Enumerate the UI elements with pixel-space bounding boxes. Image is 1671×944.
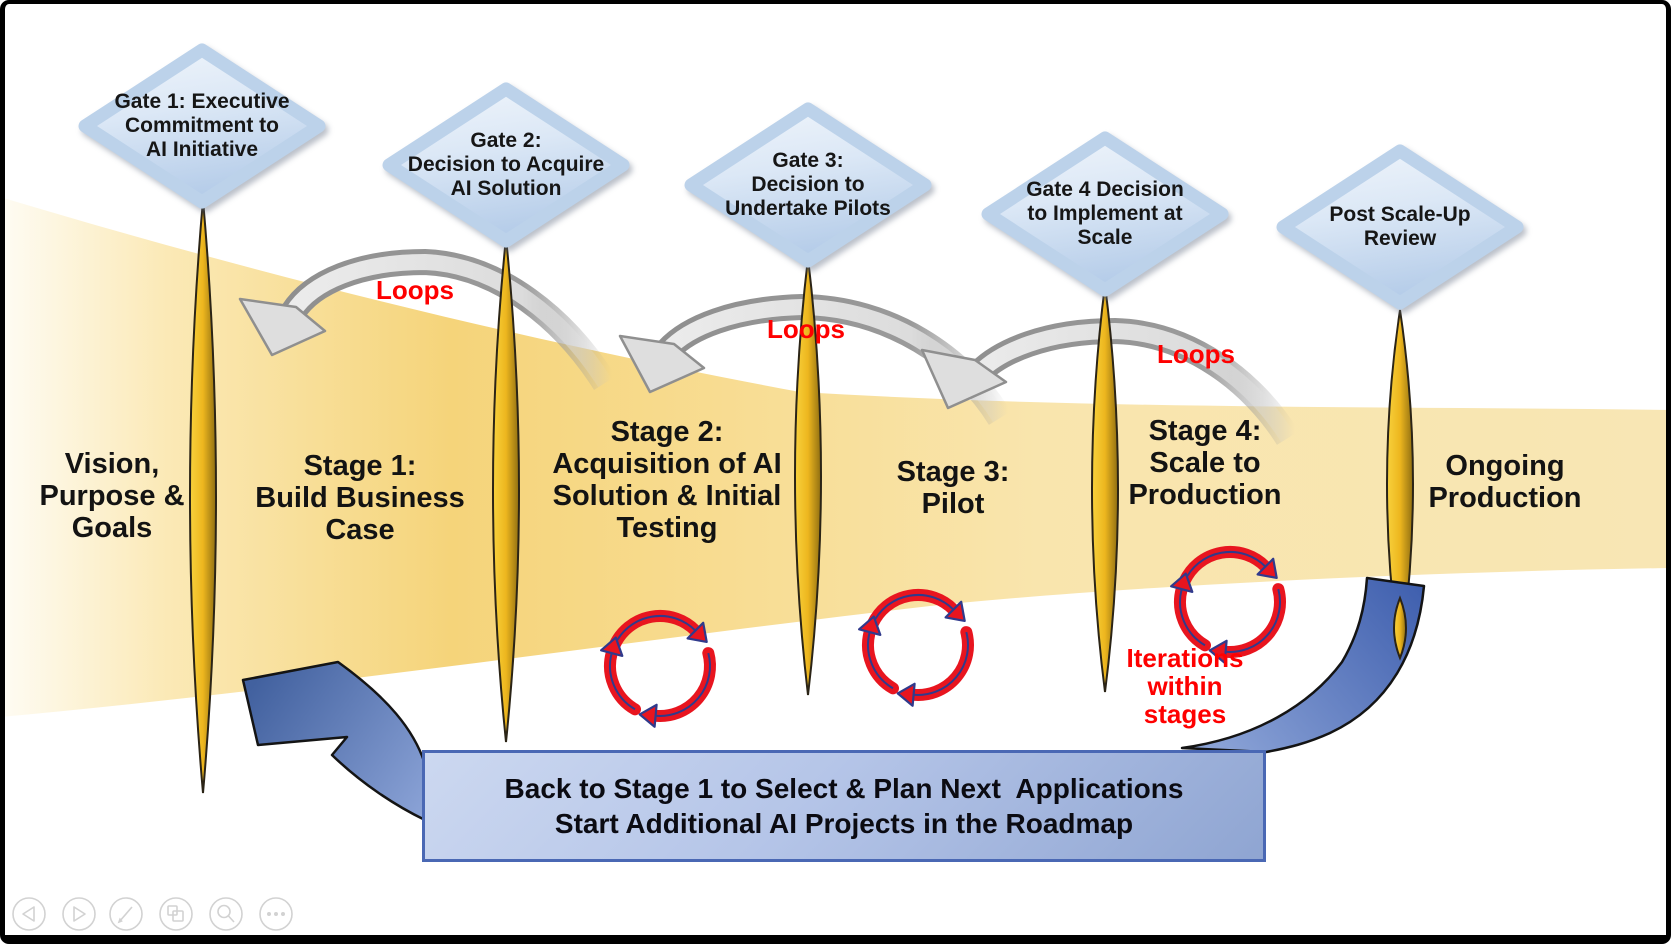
see-all-slides-button[interactable] <box>159 897 193 931</box>
more-options-button[interactable] <box>259 897 293 931</box>
loops-label-3: Loops <box>1157 339 1235 369</box>
next-arrow-icon <box>73 906 86 922</box>
loop-arrowhead-3 <box>920 348 1008 410</box>
gate-diamond-2 <box>382 82 630 248</box>
loops-label-1: Loops <box>376 275 454 305</box>
return-banner: Back to Stage 1 to Select & Plan Next Ap… <box>422 750 1266 862</box>
gate-diamond-4 <box>981 131 1229 297</box>
gate-diamond-3 <box>684 102 932 268</box>
gate-ellipse-3 <box>794 257 822 696</box>
previous-slide-button[interactable] <box>12 897 46 931</box>
gate-4-label: Gate 4 Decision to Implement at Scale <box>1026 178 1184 249</box>
slideshow-controls <box>10 895 310 935</box>
iteration-cycle-icon-stage3 <box>859 595 968 706</box>
banner-line-1: Back to Stage 1 to Select & Plan Next Ap… <box>504 772 1184 804</box>
next-slide-button[interactable] <box>62 897 96 931</box>
gate-3-label: Gate 3: Decision to Undertake Pilots <box>725 149 891 220</box>
gate-ellipse-4 <box>1091 284 1119 693</box>
slides-grid-icon <box>167 905 184 922</box>
loops-label-2: Loops <box>767 314 845 344</box>
iterations-note: Iterations within stages <box>1126 643 1244 729</box>
pen-icon <box>117 906 133 924</box>
gate-diamond-1 <box>78 43 326 209</box>
stage-1-label: Stage 1: Build Business Case <box>255 450 465 546</box>
stage-3-label: Stage 3: Pilot <box>896 456 1010 520</box>
gate-ellipse-2 <box>492 237 520 743</box>
stage-4-label: Stage 4: Scale to Production <box>1128 415 1282 511</box>
stage-vision-label: Vision, Purpose & Goals <box>39 448 185 544</box>
gate-ellipse-5-tip <box>1393 595 1407 661</box>
gate-2-label: Gate 2: Decision to Acquire AI Solution <box>407 129 605 200</box>
banner-line-2: Start Additional AI Projects in the Road… <box>554 807 1134 839</box>
magnifier-icon <box>217 904 235 923</box>
gate-5-label: Post Scale-Up Review <box>1329 203 1471 250</box>
stage-2-label: Stage 2: Acquisition of AI Solution & In… <box>552 416 782 544</box>
gate-1-label: Gate 1: Executive Commitment to AI Initi… <box>114 90 290 161</box>
stage-ongoing-label: Ongoing Production <box>1428 450 1582 514</box>
loop-arrowhead-1 <box>238 297 327 357</box>
loop-arrow-1 <box>238 248 616 391</box>
pen-tools-button[interactable] <box>109 897 143 931</box>
funnel-shape <box>0 197 1671 717</box>
loop-arrow-3 <box>920 317 1300 446</box>
ellipsis-icon <box>267 912 285 916</box>
zoom-button[interactable] <box>209 897 243 931</box>
gate-ellipse-1 <box>189 199 217 794</box>
previous-arrow-icon <box>22 906 35 922</box>
gate-diamond-5 <box>1276 144 1524 310</box>
loop-arrowhead-2 <box>618 334 706 394</box>
return-arrow-left <box>241 660 427 822</box>
